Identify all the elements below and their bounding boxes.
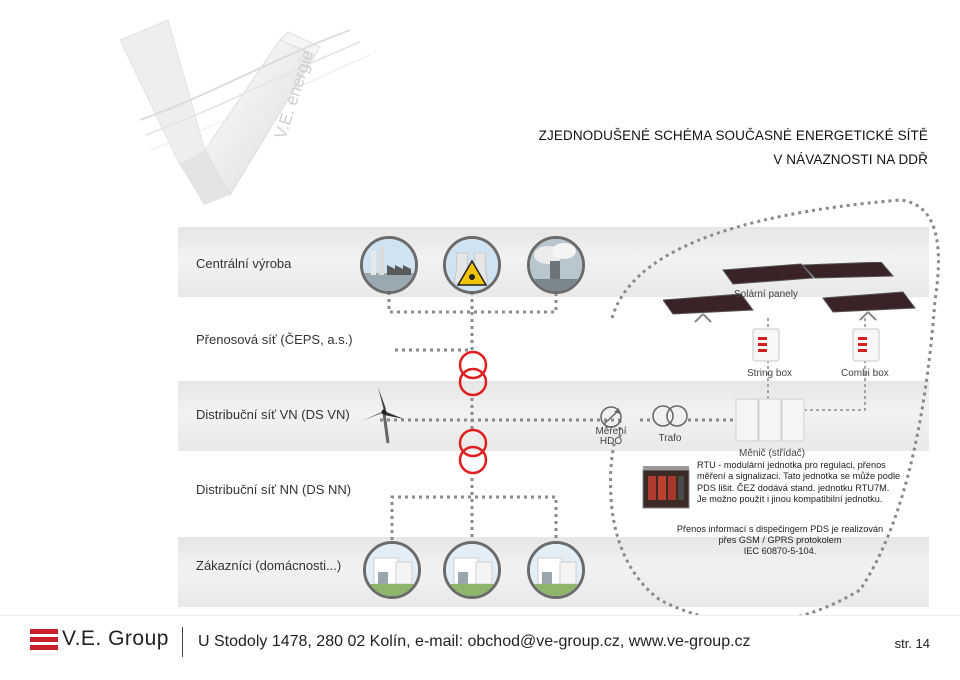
row-label-transmission: Přenosová síť (ČEPS, a.s.) xyxy=(196,332,353,347)
footer-divider xyxy=(182,627,183,657)
solar-panels-label: Solární panely xyxy=(734,289,798,300)
rtu-note-line2: měření a signalizaci. Tato jednotka se m… xyxy=(697,471,901,481)
inverter-label: Měnič (střídač) xyxy=(739,448,806,459)
trafo-icon xyxy=(652,405,688,427)
metering-label-2: HDO xyxy=(599,436,623,447)
ve-energie-logo: V.E. energie xyxy=(120,19,371,205)
gsm-note-line1: Přenos informací s dispečingem PDS je re… xyxy=(676,524,884,534)
row-label-dist-vn: Distribuční síť VN (DS VN) xyxy=(196,407,350,422)
combi-box-icon xyxy=(852,328,880,362)
combi-box-label: Combi box xyxy=(841,368,889,379)
brand-mark-icon xyxy=(30,629,58,650)
rtu-note-line3: PDS lišit. ČEZ dodává stand. jednotku RT… xyxy=(697,483,890,493)
wind-turbine-icon xyxy=(362,387,404,444)
factory-icon xyxy=(360,236,418,294)
rtu-note-line1: RTU - modulární jednotka pro regulaci, p… xyxy=(697,460,886,470)
gsm-note-line3: IEC 60870-5-104. xyxy=(743,546,817,556)
inverter-icon xyxy=(735,398,805,442)
page-title-line1: ZJEDNODUŠENÉ SCHÉMA SOUČASNÉ ENERGETICKÉ… xyxy=(538,128,928,143)
power-plant-icon xyxy=(527,236,585,294)
house-icon xyxy=(363,541,421,599)
page-title-line2: V NÁVAZNOSTI NA DDŘ xyxy=(773,152,928,167)
nuclear-plant-icon xyxy=(443,236,501,294)
metering-label-1: Měření xyxy=(595,426,627,437)
footer xyxy=(0,615,960,680)
meter-icon xyxy=(600,406,622,428)
house-icon xyxy=(527,541,585,599)
gsm-note-line2: přes GSM / GPRS protokolem xyxy=(718,535,842,545)
transformer-transmission-icon xyxy=(458,350,488,397)
transformer-distribution-icon xyxy=(458,428,488,475)
footer-brand: V.E. Group xyxy=(62,627,169,650)
row-label-dist-nn: Distribuční síť NN (DS NN) xyxy=(196,482,352,497)
row-label-customers: Zákazníci (domácnosti...) xyxy=(196,558,342,573)
solar-panels-icon xyxy=(663,262,916,323)
row-label-central: Centrální výroba xyxy=(196,256,292,271)
house-icon xyxy=(443,541,501,599)
string-box-icon xyxy=(752,328,780,362)
rtu-note-line4: Je možno použít i jinou kompatibilní jed… xyxy=(697,494,883,504)
rtu-unit-icon xyxy=(642,466,690,509)
trafo-label: Trafo xyxy=(658,433,682,444)
string-box-label: String box xyxy=(747,368,793,379)
page-number: str. 14 xyxy=(894,636,930,651)
footer-address: U Stodoly 1478, 280 02 Kolín, e-mail: ob… xyxy=(198,633,751,650)
